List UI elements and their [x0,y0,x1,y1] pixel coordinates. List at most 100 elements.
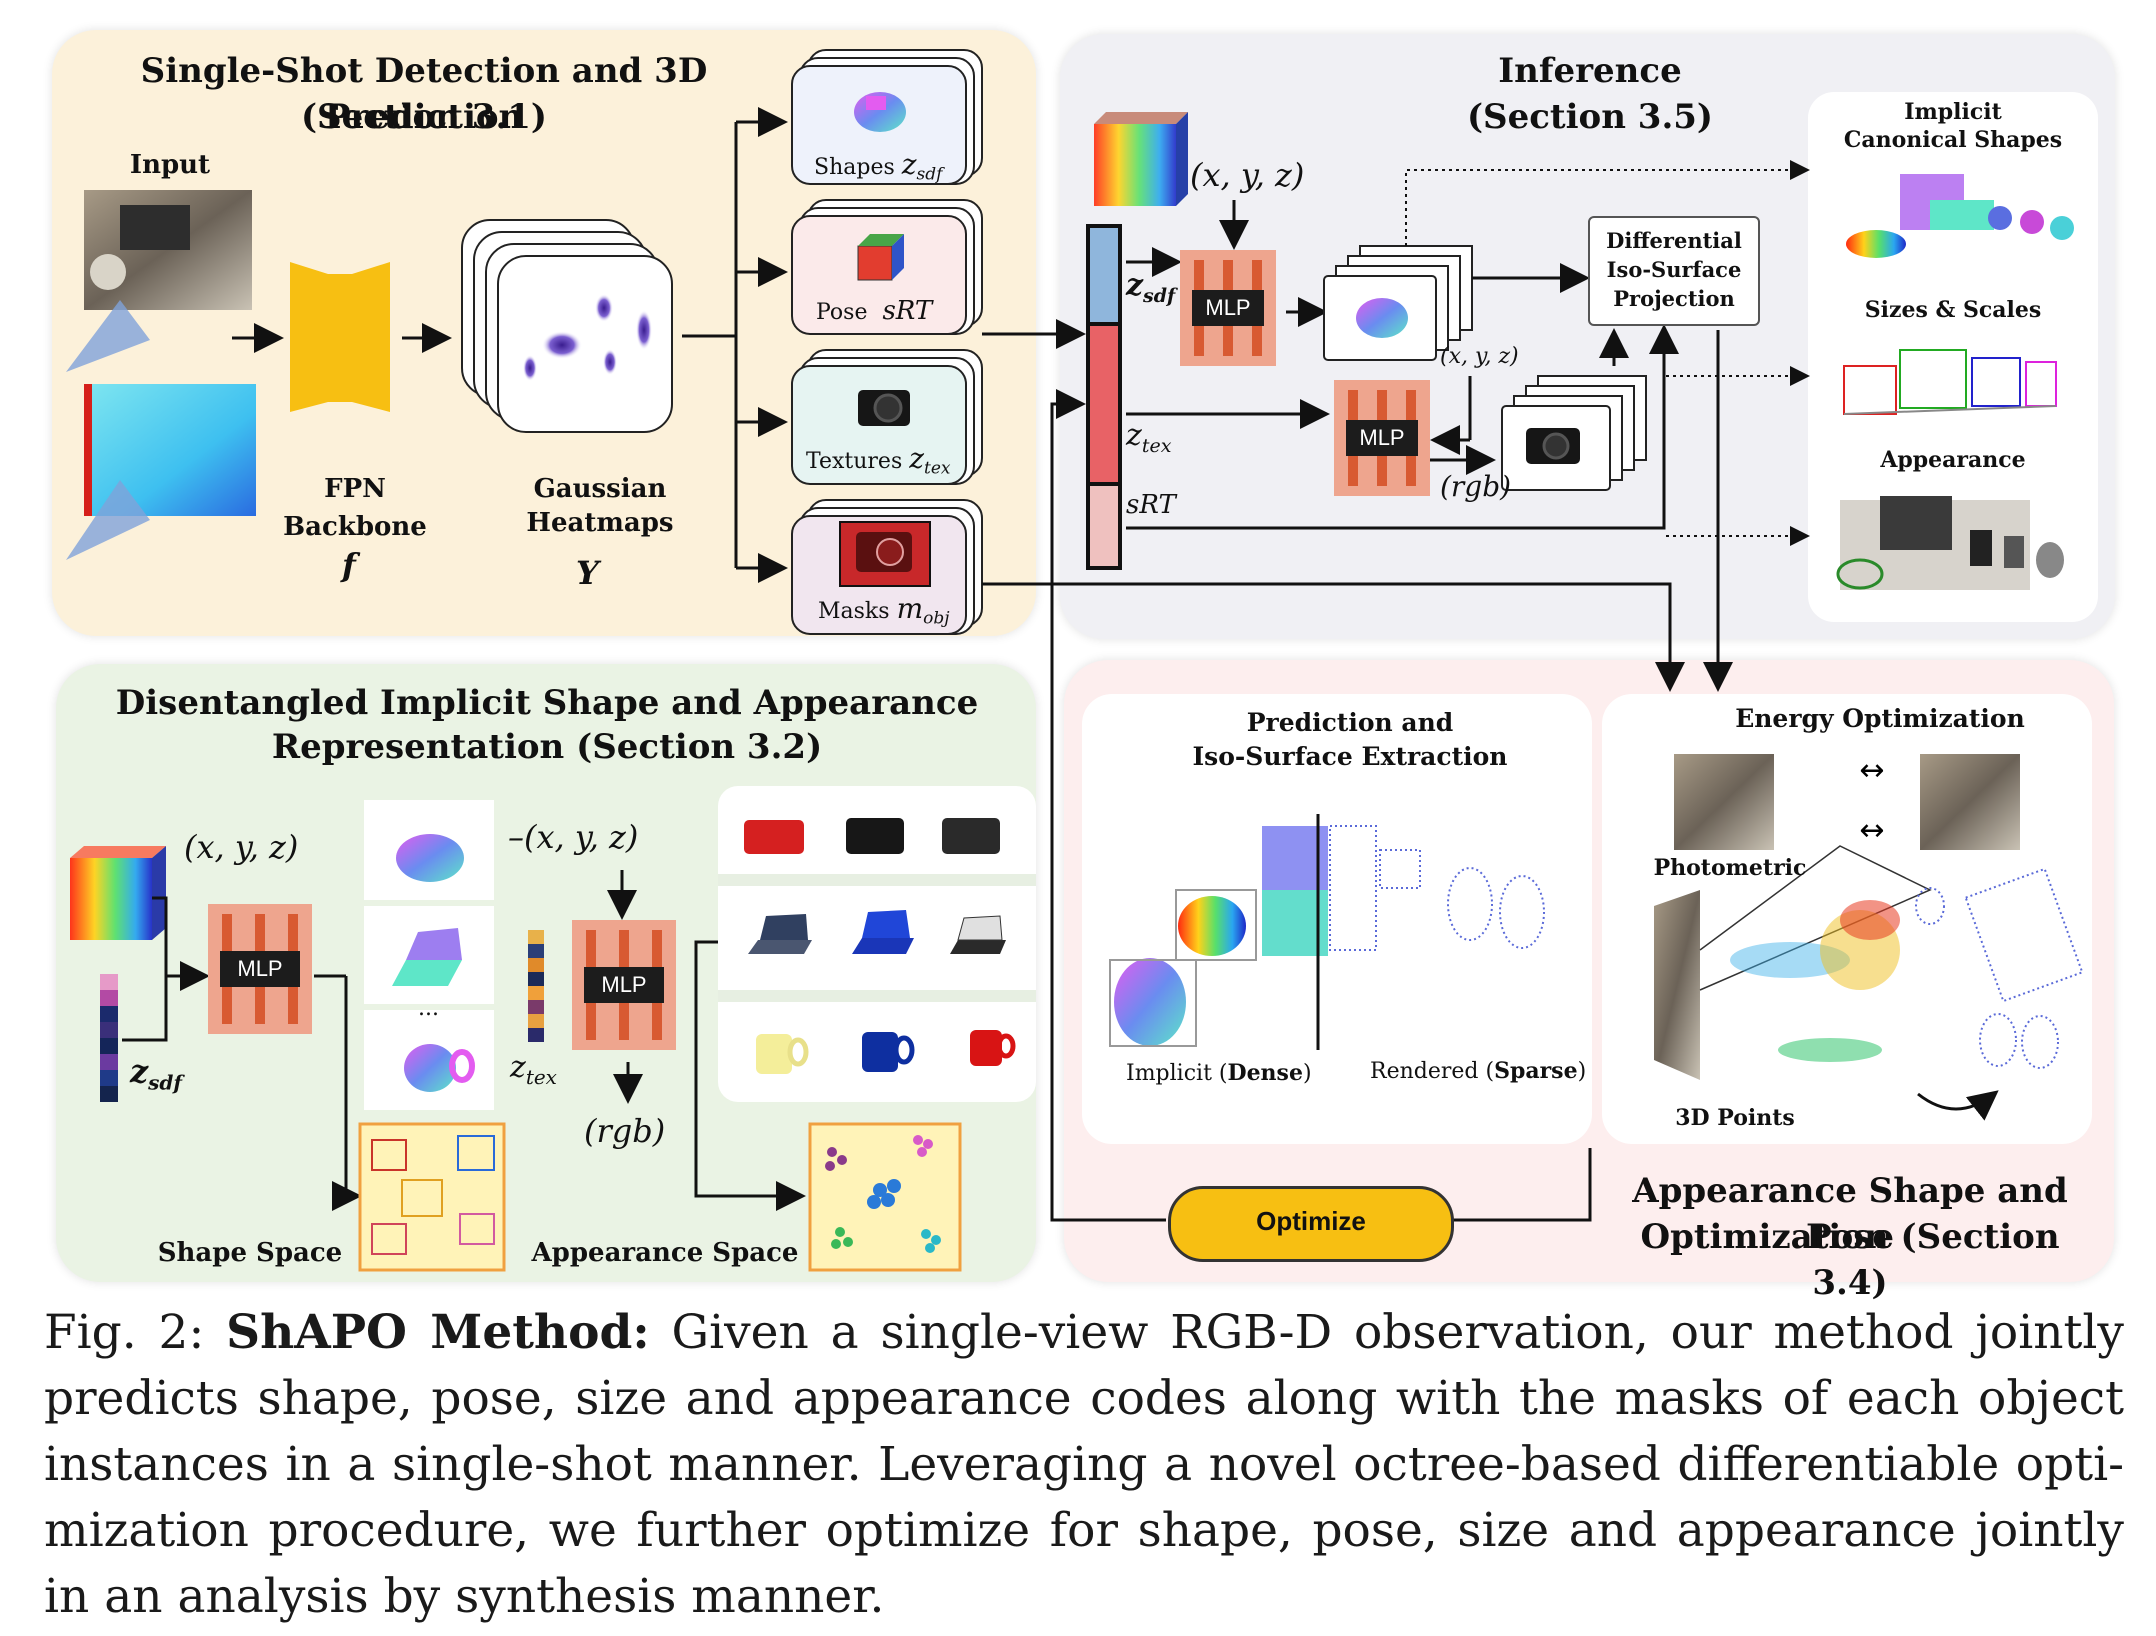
shapes-sub: sdf [916,164,943,185]
masks-stack [791,499,983,635]
rendered-close-paren: ) [1577,1059,1587,1084]
caption-line-5: in an analysis by synthesis manner. [44,1569,885,1624]
inference-title-line1: Inference [1498,51,1682,91]
rendered-label-text: Rendered ( [1370,1059,1495,1084]
sizes-scales-title: Sizes & Scales [1864,297,2042,323]
inference-code-sdf: zsdf [1126,268,1175,307]
appearance-cameras [744,818,1000,854]
textures-sub: tex [924,458,951,479]
heatmap-label-line1: Gaussian [533,474,667,504]
shape-space-label: Shape Space [157,1238,343,1268]
rep-cube [70,846,166,940]
inference-mlp-texture: MLP [1334,380,1430,496]
representation-xyz: (x, y, z) [184,828,299,866]
detection-title-line1: Single-Shot Detection and 3D Prediction [140,51,708,137]
fpn-backbone-shape [290,262,328,412]
implicit-shapes-title-line2: Canonical Shapes [1843,127,2063,153]
inference-code-srt: sRT [1126,490,1176,520]
representation-title-line2: Representation (Section 3.2) [271,727,823,767]
masks-symbol: m [896,592,924,625]
pose-label-text: Pose [816,300,868,325]
differential-projection-box: Differential Iso-Surface Projection [1588,216,1760,326]
appearance-space-label: Appearance Space [531,1238,799,1268]
prediction-title-line1: Prediction and [1246,708,1454,737]
appearance-title: Appearance [1880,447,2026,473]
rendered-bold-text: Sparse [1494,1058,1578,1084]
representation-mlp-shape-label: MLP [220,951,300,987]
heatmap-symbol: Y [576,554,599,592]
inference-xyz: (x, y, z) [1190,156,1305,194]
photometric-image-left [1674,754,1774,850]
caption-line1-rest: Given a single-view RGB-D observation, o… [649,1305,2124,1360]
implicit-dense-label: Implicit (Dense) [1126,1060,1312,1086]
textures-label-text: Textures [806,449,903,474]
rep-z-tex-sub: tex [525,1065,557,1089]
textures-symbol: z [909,442,924,475]
rep-latent-code [100,974,118,1102]
prediction-box [1082,694,1592,1144]
fpn-label-line2: Backbone [283,512,427,542]
code-tex-sub: tex [1141,435,1172,457]
photometric-label: Photometric [1653,855,1807,881]
implicit-close-paren: ) [1302,1061,1312,1086]
inference-mlp-texture-label: MLP [1346,420,1418,456]
optimize-button[interactable]: Optimize [1168,1186,1454,1262]
implicit-shapes-image [1846,174,2074,258]
gaussian-heatmap [497,255,673,433]
rep-z-tex-symbol: z [510,1050,526,1085]
inference-code-tex: ztex [1126,418,1171,457]
representation-z-sdf: zsdf [130,1052,182,1094]
shapes-symbol: z [901,148,917,181]
rep-z-sdf-sub: sdf [148,1070,183,1095]
caption-prefix: Fig. 2: [44,1305,227,1360]
caption-bold: ShAPO Method: [226,1305,650,1360]
caption-line-2: predicts shape, pose, size and appearanc… [44,1371,2124,1426]
input-label: Input [129,150,211,180]
pose-symbol: sRT [882,296,933,326]
fpn-symbol: f [342,546,356,584]
appearance-laptops [748,910,1006,954]
representation-title-line1: Disentangled Implicit Shape and Appearan… [115,683,979,723]
prediction-title-line2: Iso-Surface Extraction [1192,742,1508,771]
caption-line-4: mization procedure, we further optimize … [44,1503,2124,1558]
textures-stack [791,349,983,485]
masks-label-text: Masks [818,599,890,624]
inference-xyz-small: (x, y, z) [1440,344,1519,369]
representation-ellipsis: ... [418,996,439,1021]
caption-line-3: instances in a single-shot manner. Lever… [44,1437,2124,1492]
representation-xyz2: –(x, y, z) [508,818,639,856]
code-sdf-sub: sdf [1143,285,1176,307]
point-cloud [1730,900,1900,1062]
heatmap-label-line2: Heatmaps [526,508,674,538]
code-sdf-symbol: z [1126,268,1144,303]
diff-line2: Iso-Surface [1606,257,1742,282]
shapes-label-text: Shapes [814,155,895,180]
energy-title: Energy Optimization [1735,704,2025,733]
compare-arrow-2: ↔ [1859,813,1884,848]
output-shapes-label: Shapes zsdf [814,148,942,184]
rep-tex-code [528,930,544,1042]
output-masks-label: Masks mobj [818,592,950,628]
output-textures-label: Textures ztex [806,442,950,478]
representation-xyz2-text: (x, y, z) [524,818,639,856]
implicit-dense-visual [1109,826,1328,1047]
implicit-label-text: Implicit ( [1126,1061,1228,1086]
rotate-arrow [1917,1090,1999,1121]
representation-rgb: (rgb) [584,1112,666,1150]
pose-stack [791,199,983,335]
masks-sub: obj [923,608,950,629]
optimized-shapes [1915,867,2084,1069]
shapes-stack [791,49,983,185]
points-image-plane [1654,890,1700,1080]
caption-line-1: Fig. 2: ShAPO Method: Given a single-vie… [44,1300,2124,1366]
detection-title-line2: (Section 3.1) [300,97,548,137]
photometric-image-right [1920,754,2020,850]
sizes-scales-image [1843,349,2057,415]
shape-space-box [358,1122,506,1272]
compare-arrow-1: ↔ [1859,753,1884,788]
representation-mlp-shape: MLP [208,904,312,1034]
optimization-title-line2: Optimization (Section 3.4) [1640,1217,2060,1303]
inference-title-line2: (Section 3.5) [1466,97,1714,137]
representation-z-tex: ztex [510,1050,557,1089]
